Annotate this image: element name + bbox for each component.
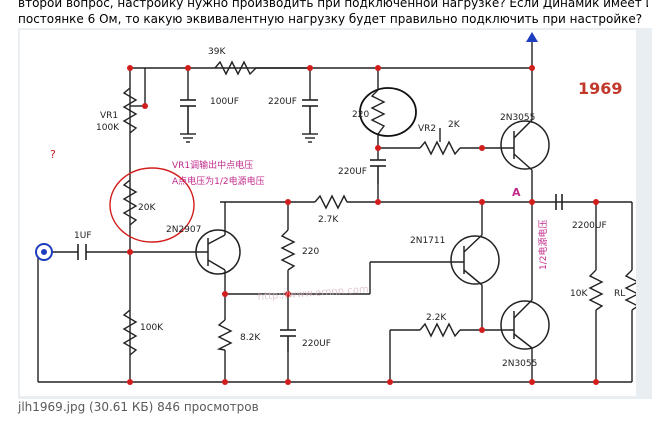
annotation-line-2: A点电压为1/2电源电压 xyxy=(172,175,265,187)
schematic-image[interactable]: 39K 100UF 220UF 220 VR2 2K 2N3055 VR1 10… xyxy=(20,30,640,396)
label-vr2: VR2 xyxy=(418,124,436,134)
question-highlight-circle xyxy=(109,167,195,243)
label-r-100k: 100K xyxy=(140,323,164,333)
label-q-2n3055-bottom: 2N3055 xyxy=(502,359,537,369)
label-q-2n2907: 2N2907 xyxy=(166,225,201,235)
label-vr1: VR1 xyxy=(100,111,118,121)
resistor-highlight-circle xyxy=(359,87,417,137)
label-r-220-mid: 220 xyxy=(302,247,319,257)
vertical-annotation: 1/2电源电压 xyxy=(537,220,549,271)
post-text: второй вопрос, настройку нужно производи… xyxy=(18,0,648,27)
label-r-220-top: 220 xyxy=(352,110,369,120)
label-q-2n3055-top: 2N3055 xyxy=(500,113,535,123)
question-mark: ? xyxy=(50,148,56,161)
label-r-10k: 10K xyxy=(570,289,588,299)
label-q-2n1711: 2N1711 xyxy=(410,236,445,246)
junction-dots xyxy=(127,65,599,385)
label-r-load: RL xyxy=(614,289,625,299)
label-c-100uf: 100UF xyxy=(210,97,239,107)
label-vr2-value: 2K xyxy=(448,120,461,130)
attachment-caption: jlh1969.jpg (30.61 КБ) 846 просмотров xyxy=(18,400,259,414)
label-r-20k: 20K xyxy=(138,203,156,213)
component-labels: 39K 100UF 220UF 220 VR2 2K 2N3055 VR1 10… xyxy=(74,47,625,369)
label-r-2-7k: 2.7K xyxy=(318,215,339,225)
annotation-line-1: VR1调输出中点电压 xyxy=(172,159,253,171)
label-c-2200uf: 2200UF xyxy=(572,221,607,231)
label-vr1-value: 100K xyxy=(96,123,120,133)
point-a-label: A xyxy=(512,186,521,199)
label-c-220uf-mid: 220UF xyxy=(338,167,367,177)
label-c-1uf: 1UF xyxy=(74,231,92,241)
post-line-1: второй вопрос, настройку нужно производи… xyxy=(18,0,648,10)
label-c-220uf-bottom: 220UF xyxy=(302,339,331,349)
supply-arrow-icon xyxy=(526,32,538,42)
label-r-2-2k: 2.2K xyxy=(426,313,447,323)
post-line-2: постоянке 6 Ом, то какую эквивалентную н… xyxy=(18,12,643,26)
capacitors xyxy=(77,99,563,352)
schematic-title: 1969 xyxy=(578,79,623,98)
label-r-39k: 39K xyxy=(208,47,226,57)
resistors xyxy=(122,60,640,356)
watermark: http://www.ernnn.com xyxy=(257,284,369,303)
grounds xyxy=(180,133,318,143)
input-jack-center-icon xyxy=(41,249,47,255)
label-r-8-2k: 8.2K xyxy=(240,333,261,343)
label-c-220uf-top: 220UF xyxy=(268,97,297,107)
schematic-drawing: 39K 100UF 220UF 220 VR2 2K 2N3055 VR1 10… xyxy=(35,32,640,385)
transistors xyxy=(195,119,550,350)
